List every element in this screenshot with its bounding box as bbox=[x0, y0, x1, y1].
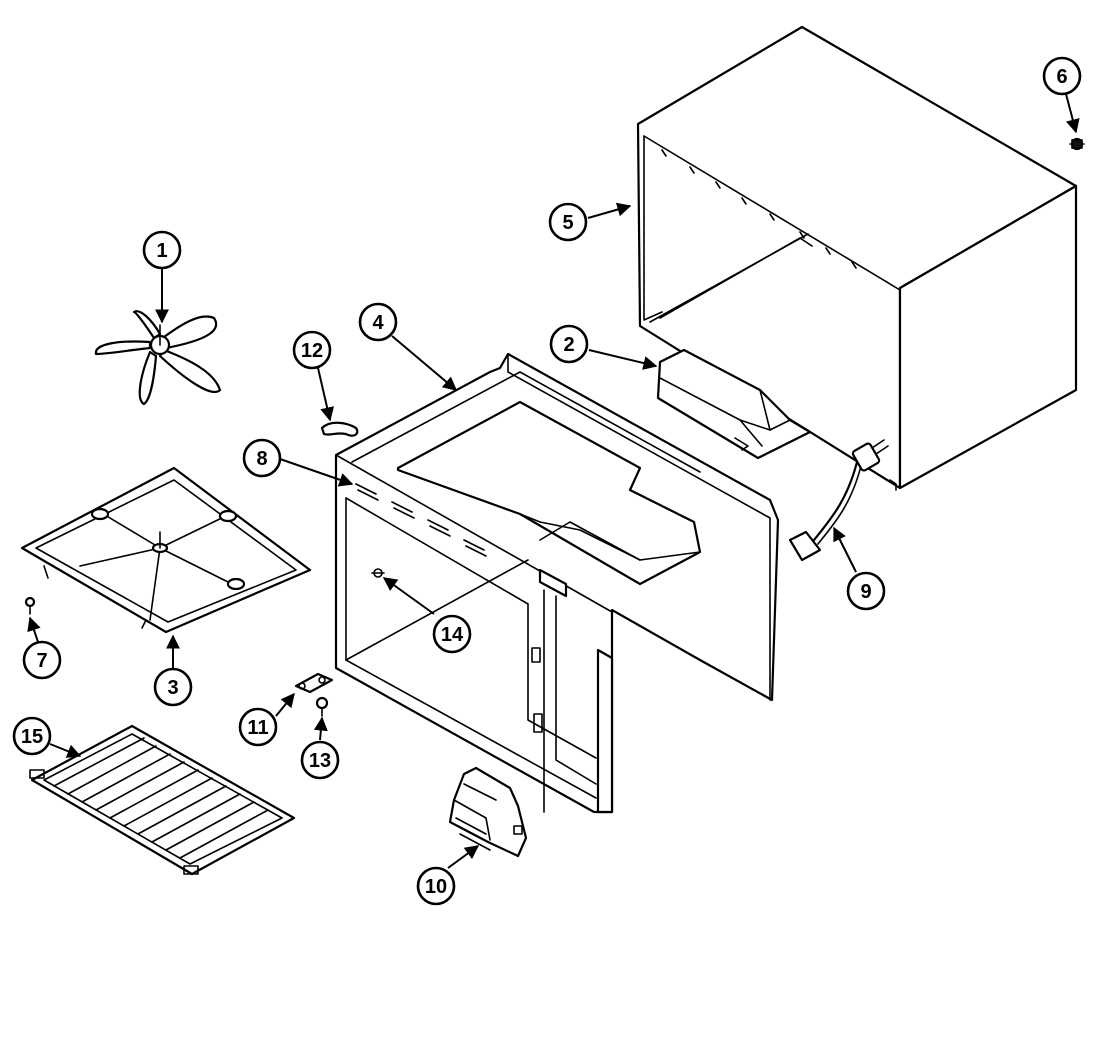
callout-13-label: 13 bbox=[309, 750, 331, 772]
callout-2-label: 2 bbox=[563, 334, 574, 356]
callout-14: 14 bbox=[432, 614, 472, 654]
callout-5: 5 bbox=[548, 202, 588, 242]
oven-rack-part bbox=[29, 724, 296, 876]
callout-14-label: 14 bbox=[441, 624, 464, 646]
outer-cabinet-part bbox=[636, 25, 1078, 491]
oven-cavity-part bbox=[334, 352, 780, 814]
callout-4: 4 bbox=[358, 302, 398, 342]
leader-9 bbox=[833, 526, 857, 573]
callout-6: 6 bbox=[1042, 56, 1082, 96]
bracket-screw-part bbox=[315, 696, 329, 717]
callout-6-label: 6 bbox=[1056, 66, 1067, 88]
callout-12: 12 bbox=[292, 330, 332, 370]
callout-1: 1 bbox=[142, 230, 182, 270]
leader-15 bbox=[49, 743, 82, 758]
callout-15-label: 15 bbox=[21, 726, 43, 748]
callout-15: 15 bbox=[12, 716, 52, 756]
fan-blade-part bbox=[94, 310, 222, 406]
callout-9: 9 bbox=[846, 571, 886, 611]
callout-11-label: 11 bbox=[247, 717, 268, 739]
callout-11: 11 bbox=[238, 707, 278, 747]
callout-10: 10 bbox=[416, 866, 456, 906]
fan-guard-part bbox=[20, 466, 312, 634]
air-duct-part bbox=[656, 348, 812, 460]
cavity-screw-part bbox=[371, 568, 385, 578]
leader-13 bbox=[313, 716, 328, 741]
leader-6 bbox=[1065, 93, 1080, 134]
leader-11 bbox=[275, 692, 295, 717]
leader-14 bbox=[382, 577, 435, 615]
callout-5-label: 5 bbox=[562, 212, 573, 234]
callout-9-label: 9 bbox=[860, 581, 871, 603]
callout-2: 2 bbox=[549, 324, 589, 364]
callout-10-label: 10 bbox=[425, 876, 447, 898]
leader-2 bbox=[588, 349, 658, 370]
callout-13: 13 bbox=[300, 740, 340, 780]
leader-4 bbox=[391, 335, 458, 391]
callout-3-label: 3 bbox=[167, 677, 178, 699]
callout-3: 3 bbox=[153, 667, 193, 707]
leader-10 bbox=[447, 845, 480, 869]
leader-7 bbox=[27, 616, 41, 643]
latch-block-part bbox=[448, 766, 528, 858]
callout-8: 8 bbox=[242, 438, 282, 478]
callout-7: 7 bbox=[22, 640, 62, 680]
guard-screw-part bbox=[24, 596, 36, 615]
callout-4-label: 4 bbox=[372, 312, 384, 334]
small-bracket-part bbox=[320, 421, 359, 437]
leader-8 bbox=[279, 458, 354, 487]
leader-lines bbox=[27, 93, 1080, 869]
leader-12 bbox=[317, 367, 334, 422]
clip-bracket-part bbox=[294, 672, 334, 694]
leader-5 bbox=[587, 202, 632, 219]
callout-8-label: 8 bbox=[256, 448, 267, 470]
callout-1-label: 1 bbox=[156, 240, 167, 262]
callout-7-label: 7 bbox=[36, 650, 47, 672]
power-cord-part bbox=[788, 439, 889, 562]
callout-12-label: 12 bbox=[301, 340, 323, 362]
